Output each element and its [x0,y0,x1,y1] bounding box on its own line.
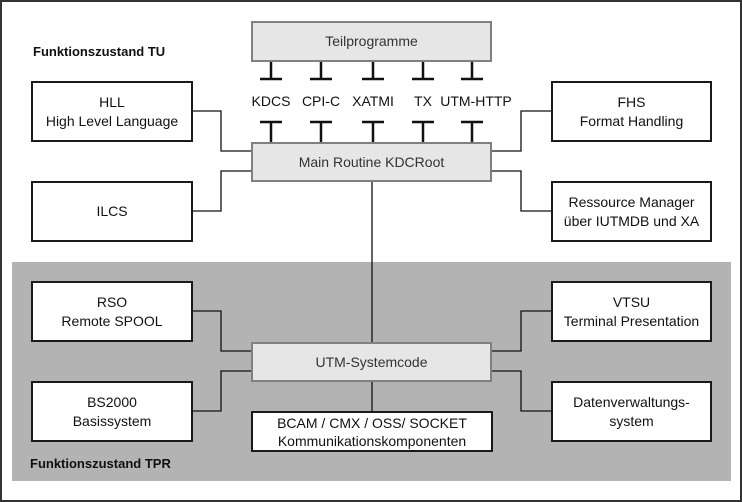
data-management-box: Datenverwaltungs- system [551,381,712,442]
rso-title: RSO [96,293,128,310]
interface-marker-lower-cpi-c [310,120,332,142]
rso-box: RSO Remote SPOOL [31,281,193,342]
interface-marker-upper-utm-http [461,62,483,81]
bs2000-subtitle: Basissystem [72,412,152,429]
hll-box: HLL High Level Language [31,81,193,142]
connector-dvs-systemcode [492,370,551,412]
connector-rso-systemcode [192,310,251,352]
interface-label-cpic: CPI-C [301,93,341,109]
connector-bs2000-systemcode [192,370,251,412]
connector-vtsu-systemcode [492,310,551,352]
resource-manager-subtitle: über IUTMDB und XA [563,212,700,229]
bs2000-box: BS2000 Basissystem [31,381,193,442]
hll-title: HLL [99,93,125,110]
rso-subtitle: Remote SPOOL [61,312,163,329]
ilcs-title: ILCS [96,203,128,219]
communication-title: BCAM / CMX / OSS/ SOCKET [277,414,467,431]
tu-section-label: Funktionszustand TU [33,44,166,59]
interface-label-kdcs: KDCS [251,93,291,109]
communication-subtitle: Kommunikationskomponenten [277,432,467,449]
data-management-subtitle: system [609,412,654,429]
bs2000-title: BS2000 [87,393,137,410]
teilprogramme-label: Teilprogramme [325,33,418,49]
fhs-title: FHS [617,93,646,110]
connector-rm-main [492,170,551,212]
interface-marker-lower-xatmi [362,120,384,142]
connector-fhs-main [492,110,551,152]
tpr-section-label: Funktionszustand TPR [30,456,171,471]
interface-label-utm-http: UTM-HTTP [440,93,512,109]
resource-manager-box: Ressource Manager über IUTMDB und XA [551,181,712,242]
main-routine-box: Main Routine KDCRoot [251,142,492,182]
vtsu-subtitle: Terminal Presentation [563,312,700,329]
interface-marker-lower-utm-http [461,120,483,142]
vtsu-title: VTSU [612,293,651,310]
interface-marker-lower-kdcs [260,120,282,142]
interface-marker-upper-kdcs [260,62,282,81]
interface-label-tx: TX [414,93,432,109]
systemcode-label: UTM-Systemcode [315,353,428,370]
systemcode-box: UTM-Systemcode [251,342,492,382]
vtsu-box: VTSU Terminal Presentation [551,281,712,342]
interface-marker-upper-xatmi [362,62,384,81]
interface-marker-lower-tx [412,120,434,142]
connector-hll-main [192,110,251,152]
fhs-box: FHS Format Handling [551,81,712,142]
resource-manager-title: Ressource Manager [568,193,695,210]
connector-ilcs-main [192,170,251,212]
hll-subtitle: High Level Language [45,112,179,129]
interface-marker-upper-cpi-c [310,62,332,81]
fhs-subtitle: Format Handling [579,112,684,129]
main-routine-label: Main Routine KDCRoot [298,153,445,170]
communication-box: BCAM / CMX / OSS/ SOCKET Kommunikationsk… [251,411,493,452]
ilcs-box: ILCS [31,181,193,242]
teilprogramme-box: Teilprogramme [251,21,492,62]
data-management-title: Datenverwaltungs- [573,393,690,410]
interface-marker-upper-tx [412,62,434,81]
interface-label-xatmi: XATMI [352,93,394,109]
